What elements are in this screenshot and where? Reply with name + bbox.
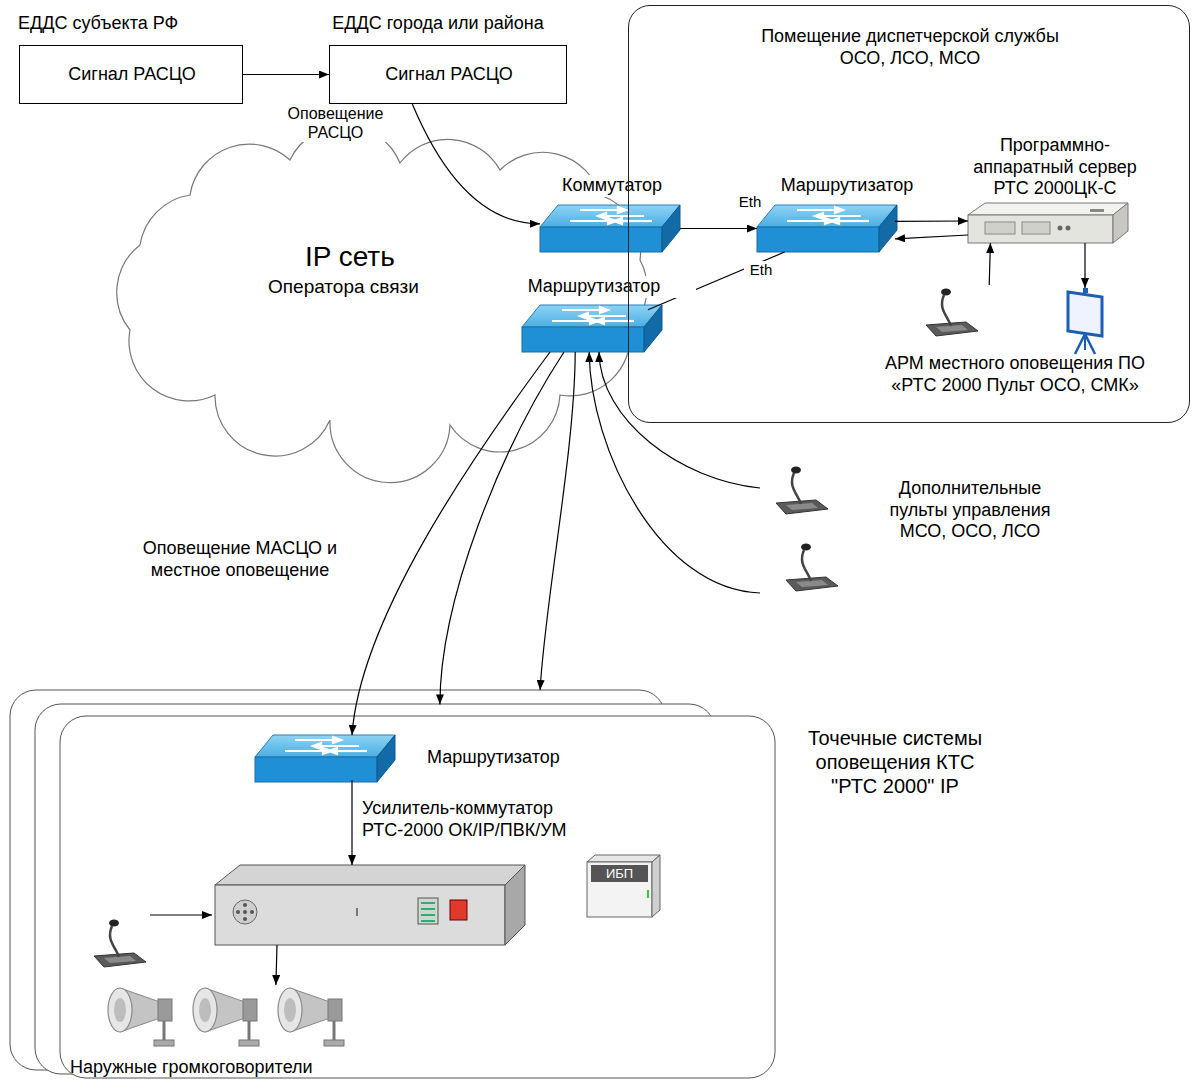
connector <box>440 352 564 704</box>
connector <box>989 243 990 285</box>
node-label: Оператора связи <box>268 276 488 299</box>
node-label: ЕДДС города или района <box>300 13 576 35</box>
console-group: Дополнительные пульты управления МСО, ОС… <box>760 460 1080 600</box>
mic-arrow <box>150 914 212 915</box>
source-box: ЕДДС субъекта РФСигнал РАСЦО <box>19 45 243 104</box>
connector <box>540 352 575 690</box>
server-node: Программно-аппаратный сервер РТС 2000ЦК-… <box>968 203 1128 243</box>
router-icon <box>757 205 897 252</box>
connector <box>351 780 352 865</box>
router-node: Маршрутизатор <box>757 205 895 252</box>
node-label: Наружные громкоговорители <box>70 1057 410 1079</box>
node-label: ИБП <box>587 866 652 882</box>
switch-node: Коммутатор <box>540 205 680 252</box>
router-node: Маршрутизатор <box>522 305 662 352</box>
microphone-icon <box>786 544 838 592</box>
ups-node: ИБП <box>587 862 652 917</box>
speaker-icon <box>108 988 174 1046</box>
speaker-icon <box>193 988 259 1046</box>
server-icon <box>968 203 1128 243</box>
connector <box>680 228 757 229</box>
speaker-icon <box>278 988 344 1046</box>
workstation-node: АРМ местного оповещения ПО «РТС 2000 Пул… <box>910 285 1130 400</box>
site-group: Точечные системы оповещения КТС "РТС 200… <box>10 690 775 1078</box>
microphone-icon <box>94 920 146 968</box>
node-label: Точечные системы оповещения КТС "РТС 200… <box>790 726 1000 798</box>
node-label: Дополнительные пульты управления МСО, ОС… <box>870 478 1070 543</box>
box-label: Сигнал РАСЦО <box>330 64 568 86</box>
node-label: АРМ местного оповещения ПО «РТС 2000 Пул… <box>870 353 1160 396</box>
node-label: Маршрутизатор <box>427 747 627 769</box>
connector <box>895 235 968 239</box>
node-label: Программно-аппаратный сервер РТС 2000ЦК-… <box>965 135 1145 200</box>
edge-label: Оповещение РАСЦО <box>278 104 393 142</box>
edge-label: Eth <box>744 261 778 279</box>
source-box: ЕДДС города или районаСигнал РАСЦО <box>329 45 567 104</box>
site-cards <box>10 690 775 1078</box>
router-icon <box>522 305 662 352</box>
video-arrow <box>1084 243 1085 288</box>
connector <box>352 352 550 735</box>
router-node: Маршрутизатор <box>255 735 395 780</box>
edge-label: Eth <box>733 193 767 211</box>
connector <box>243 74 329 75</box>
node-label: Помещение диспетчерской службы ОСО, ЛСО,… <box>745 26 1075 69</box>
node-label: Маршрутизатор <box>492 276 696 298</box>
edge-label: Оповещение МАСЦО и местное оповещение <box>140 538 340 581</box>
connector <box>589 352 760 593</box>
amplifier-icon <box>215 865 525 945</box>
connector <box>412 104 540 224</box>
connector <box>276 945 277 985</box>
connector <box>895 220 968 222</box>
node-label: Маршрутизатор <box>747 175 947 197</box>
node-label: IP сеть <box>305 240 455 274</box>
connector <box>599 352 760 488</box>
ups-icon <box>587 855 660 917</box>
speaker-group: Наружные громкоговорители <box>100 985 355 1050</box>
node-label: Коммутатор <box>510 175 714 197</box>
dispatch-room: Помещение диспетчерской службы ОСО, ЛСО,… <box>628 5 1190 423</box>
microphone-icon <box>776 467 828 515</box>
node-label: Усилитель-коммутатор РТС-2000 ОК/IP/ПВК/… <box>362 798 597 841</box>
box-label: Сигнал РАСЦО <box>20 64 244 86</box>
switch-icon <box>540 205 680 252</box>
amplifier-node: Усилитель-коммутатор РТС-2000 ОК/IP/ПВК/… <box>215 865 525 945</box>
microphone-icon <box>926 289 978 337</box>
node-label: ЕДДС субъекта РФ <box>18 13 248 35</box>
router-icon <box>255 735 395 782</box>
monitor-icon <box>1068 288 1102 354</box>
